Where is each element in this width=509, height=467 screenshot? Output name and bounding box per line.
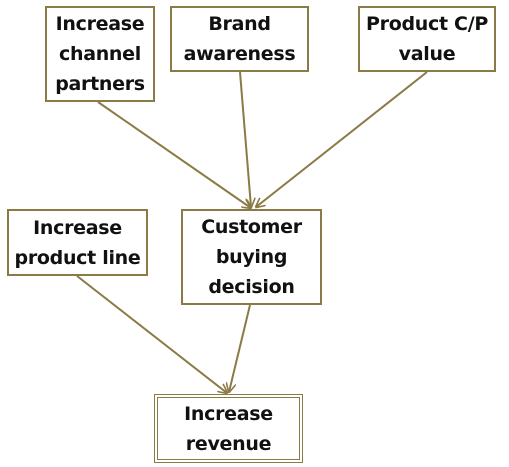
node-brand-awareness: Brand awareness — [170, 6, 309, 72]
edge-customer-to-revenue — [229, 304, 251, 392]
node-increase-product-line: Increase product line — [7, 209, 148, 276]
node-increase-channel-partners: Increase channel partners — [45, 6, 155, 102]
node-increase-revenue: Increase revenue — [154, 394, 303, 463]
edge-product-to-customer — [256, 71, 428, 207]
node-label: Increase product line — [14, 216, 141, 269]
node-label: Increase revenue — [184, 402, 273, 455]
node-customer-buying-decision: Customer buying decision — [181, 209, 322, 305]
node-label: Product C/P value — [366, 13, 488, 65]
node-label: Increase channel partners — [55, 13, 145, 95]
node-label: Customer buying decision — [201, 216, 302, 298]
node-label: Brand awareness — [183, 13, 296, 65]
node-product-cp-value: Product C/P value — [358, 6, 496, 72]
edge-line-to-revenue — [76, 275, 227, 393]
edge-brand-to-customer — [239, 71, 251, 207]
edge-channel-to-customer — [97, 101, 251, 208]
